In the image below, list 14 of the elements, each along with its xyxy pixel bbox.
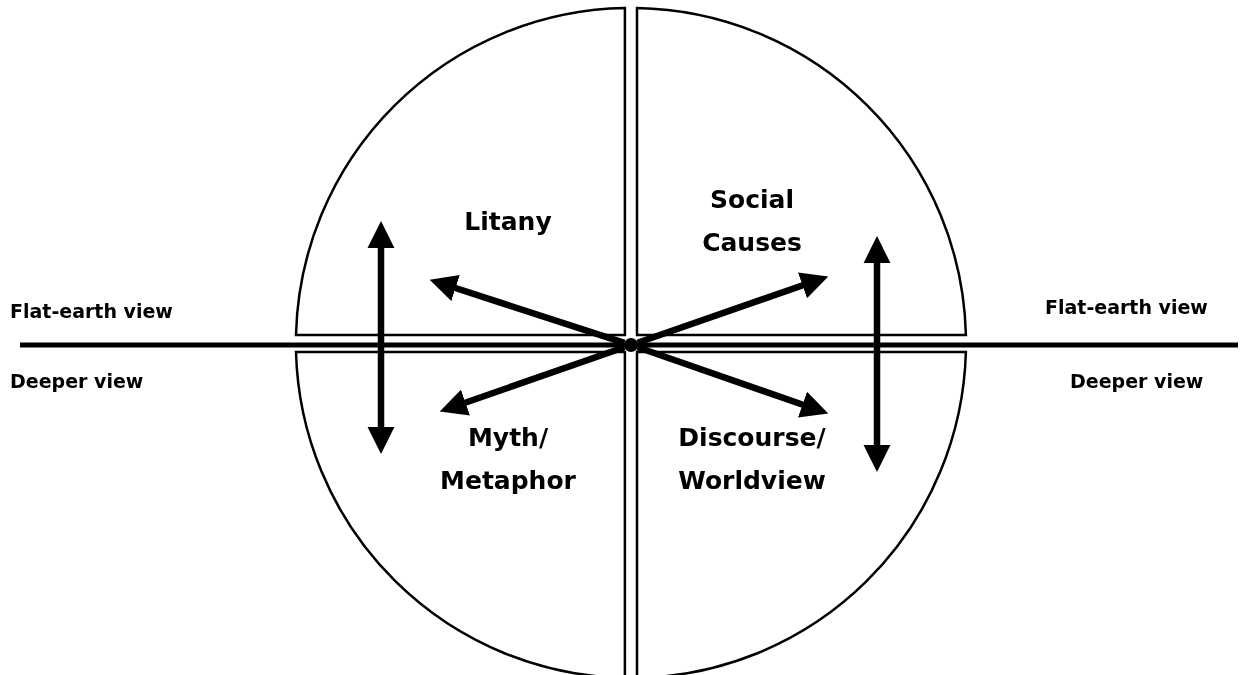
view-label: Flat-earth view bbox=[1045, 296, 1208, 318]
view-label: Deeper view bbox=[10, 370, 144, 392]
arrow bbox=[636, 272, 829, 346]
view-label: Flat-earth view bbox=[10, 300, 173, 322]
quadrant-label: Social Causes bbox=[701, 184, 803, 259]
quadrant-label: Discourse/ Worldview bbox=[677, 422, 827, 497]
arrow bbox=[636, 344, 829, 418]
quadrant-label: Myth/ Metaphor bbox=[439, 422, 577, 497]
arrow bbox=[367, 221, 395, 454]
arrow bbox=[863, 236, 891, 472]
quadrant-label: Litany bbox=[463, 206, 553, 238]
arrow bbox=[439, 344, 626, 416]
arrow bbox=[429, 275, 626, 346]
view-label: Deeper view bbox=[1070, 370, 1204, 392]
